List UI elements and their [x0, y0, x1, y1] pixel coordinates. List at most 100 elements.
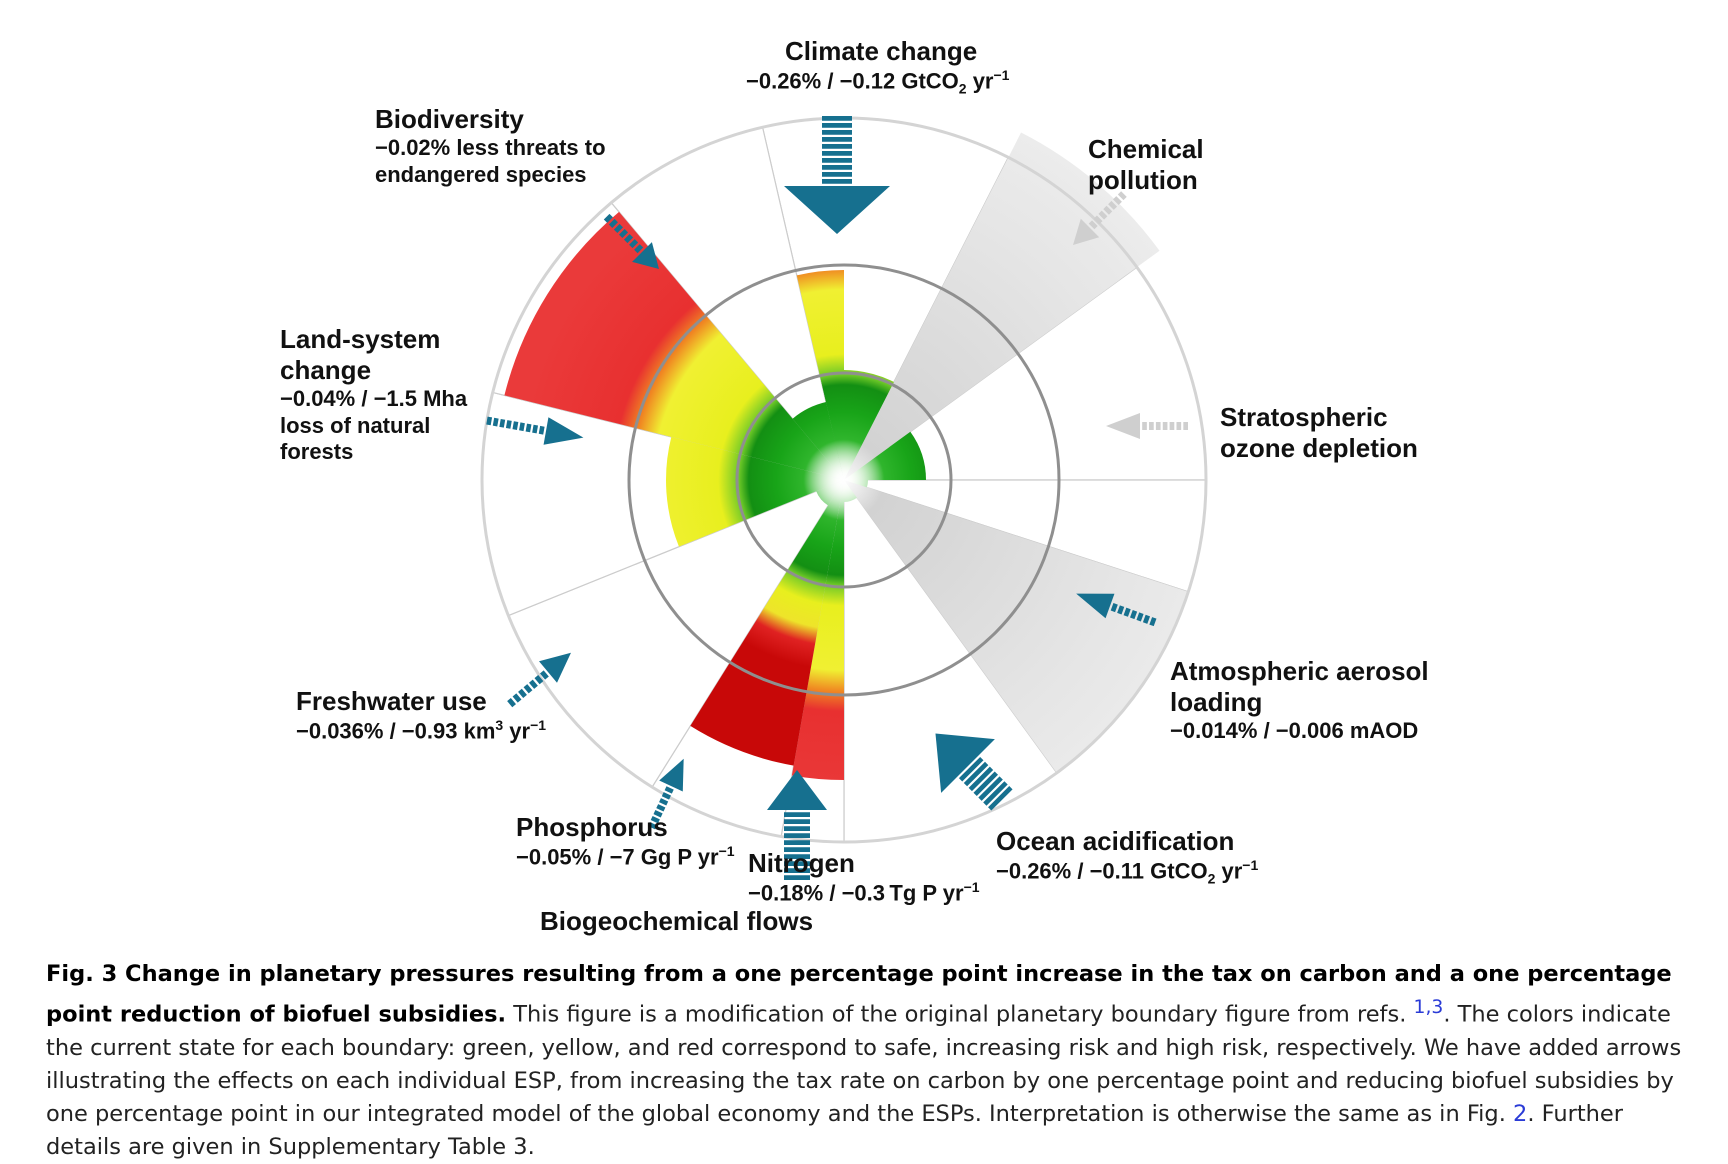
climate-down-arrow-icon-stripe: [822, 116, 852, 121]
ocean-value: −0.26% / −0.11 GtCO: [996, 858, 1208, 884]
biodiversity-line1: −0.02% less threats to: [375, 135, 606, 161]
ocean-up-arrow-icon-stripe: [983, 781, 1008, 806]
land-right-arrow-icon-stripe: [505, 420, 512, 429]
ocean-up-arrow-icon: [935, 733, 1013, 811]
chemical-diagonal-arrow-icon-head: [1073, 218, 1100, 245]
land-line1: Land-system: [280, 324, 441, 354]
chemical-diagonal-arrow-icon-stripe: [1117, 191, 1127, 201]
caption-fig-link[interactable]: 2: [1513, 1100, 1528, 1127]
ocean-up-arrow-icon-stripe: [958, 756, 984, 782]
biodiversity-diagonal-arrow-icon-stripe: [624, 234, 634, 244]
climate-down-arrow-icon-head: [784, 186, 890, 234]
chemical-diagonal-arrow-icon-stripe: [1112, 196, 1122, 206]
ozone-left-arrow-icon: [1106, 413, 1188, 439]
freshwater-diagonal-arrow-icon-head: [539, 652, 571, 683]
biodiversity-line2: endangered species: [375, 161, 587, 187]
planetary-boundaries-diagram: [480, 116, 1208, 880]
nitrogen-up-arrow-icon-stripe: [784, 868, 810, 873]
climate-down-arrow-icon-stripe: [822, 158, 852, 163]
label-land-system-change: Land-system change −0.04% / −1.5 Mha los…: [280, 324, 467, 466]
nitrogen-up-arrow-icon-stripe: [784, 833, 810, 838]
ocean-up-arrow-icon-stripe: [963, 761, 989, 787]
biodiversity-diagonal-arrow-icon-stripe: [629, 239, 639, 249]
aerosol-diagonal-arrow-icon-stripe: [1123, 607, 1131, 617]
ocean-up-arrow-icon-stripe: [978, 776, 1003, 801]
land-line2: change: [280, 355, 372, 386]
nitrogen-up-arrow-icon: [767, 770, 827, 880]
phosphorus-diagonal-arrow-icon-stripe: [650, 815, 660, 824]
land-right-arrow-icon-stripe: [512, 421, 519, 430]
aerosol-diagonal-arrow-icon-stripe: [1142, 614, 1151, 624]
climate-down-arrow-icon-stripe: [822, 179, 852, 184]
chemical-diagonal-arrow-icon: [1073, 191, 1127, 245]
ozone-left-arrow-icon-stripe: [1142, 422, 1147, 430]
phosphorus-diagonal-arrow-icon-stripe: [656, 804, 666, 812]
figure-caption: Fig. 3 Change in planetary pressures res…: [46, 961, 1682, 1160]
biodiversity-diagonal-arrow-icon-stripe: [618, 228, 629, 239]
chemical-diagonal-arrow-icon-stripe: [1103, 205, 1113, 215]
freshwater-diagonal-arrow-icon: [507, 652, 571, 708]
boundary-ring-inner: [735, 371, 953, 589]
land-right-arrow-icon: [486, 416, 584, 445]
label-stratospheric-ozone: Stratospheric ozone depletion: [1220, 402, 1418, 464]
nitrogen-up-arrow-icon-stripe: [784, 819, 810, 824]
caption-ref-link[interactable]: 1,3: [1413, 997, 1444, 1018]
label-atmospheric-aerosol: Atmospheric aerosol loading −0.014% / −0…: [1170, 656, 1429, 745]
aerosol-diagonal-arrow-icon-stripe: [1136, 612, 1144, 622]
ozone-left-arrow-icon-stripe: [1183, 422, 1188, 430]
label-phosphorus: Phosphorus −0.05% / −7 Gg P yr−1: [516, 812, 735, 870]
ocean-up-arrow-icon-head: [935, 733, 995, 793]
chemical-diagonal-arrow-icon-stripe: [1088, 220, 1098, 230]
chemical-diagonal-arrow-icon-stripe: [1093, 215, 1103, 225]
label-climate-change-value: −0.26% / −0.12 GtCO2 yr−1: [746, 67, 1010, 97]
ozone-left-arrow-icon-head: [1106, 413, 1140, 439]
aerosol-value: −0.014% / −0.006 mAOD: [1170, 718, 1419, 744]
ocean-title: Ocean acidification: [996, 826, 1235, 856]
chemical-line1: Chemical: [1088, 134, 1204, 164]
climate-down-arrow-icon-stripe: [822, 137, 852, 142]
phosphorus-diagonal-arrow-icon: [647, 758, 684, 830]
sector-land-fill: [665, 436, 844, 547]
phosphorus-diagonal-arrow-icon-stripe: [661, 792, 671, 800]
climate-down-arrow-icon-stripe: [822, 165, 852, 170]
land-right-arrow-icon-stripe: [525, 423, 532, 433]
aerosol-diagonal-arrow-icon-stripe: [1117, 605, 1125, 615]
phosphorus-diagonal-arrow-icon-stripe: [647, 821, 658, 830]
climate-down-arrow-icon-stripe: [822, 130, 852, 135]
chemical-diagonal-arrow-icon-stripe: [1098, 210, 1108, 220]
ocean-up-arrow-icon-stripe: [988, 786, 1013, 811]
nitrogen-up-arrow-icon-stripe: [784, 812, 810, 817]
biodiversity-diagonal-arrow-icon-stripe: [634, 244, 644, 254]
biodiversity-diagonal-arrow-icon-head: [632, 242, 659, 269]
nitrogen-up-arrow-icon-stripe: [784, 861, 810, 866]
aerosol-diagonal-arrow-icon-stripe: [1130, 610, 1138, 620]
biodiversity-title: Biodiversity: [375, 104, 524, 134]
ozone-left-arrow-icon-stripe: [1176, 422, 1182, 430]
ozone-left-arrow-icon-stripe: [1162, 422, 1168, 430]
nitrogen-up-arrow-icon-stripe: [784, 847, 810, 852]
land-line3: −0.04% / −1.5 Mha: [280, 386, 468, 412]
climate-down-arrow-icon-stripe: [822, 123, 852, 128]
freshwater-diagonal-arrow-icon-stripe: [529, 679, 538, 689]
freshwater-diagonal-arrow-icon-stripe: [534, 674, 544, 685]
boundary-ring-outer: [627, 263, 1061, 697]
chemical-diagonal-arrow-icon-stripe: [1108, 200, 1118, 210]
freshwater-diagonal-arrow-icon-stripe: [507, 697, 516, 708]
phosphorus-diagonal-arrow-icon-stripe: [653, 810, 663, 818]
label-chemical-pollution: Chemical pollution: [1088, 134, 1204, 196]
aerosol-line1: Atmospheric aerosol: [1170, 656, 1429, 686]
sector-phosphorus-fill: [690, 480, 844, 766]
nitrogen-up-arrow-icon-head: [767, 770, 827, 810]
freshwater-value: −0.036% / −0.93 km: [296, 718, 496, 744]
land-right-arrow-icon-head: [543, 417, 584, 445]
biodiversity-diagonal-arrow-icon: [603, 213, 659, 269]
land-line4: loss of natural: [280, 412, 431, 438]
climate-change-title: Climate change: [785, 36, 978, 66]
nitrogen-title: Nitrogen: [748, 848, 855, 878]
biodiversity-diagonal-arrow-icon-stripe: [608, 218, 618, 228]
phosphorus-value: −0.05% / −7 Gg P yr: [516, 844, 719, 870]
aerosol-diagonal-arrow-icon-stripe: [1110, 602, 1118, 613]
biodiversity-diagonal-arrow-icon-stripe: [613, 223, 624, 234]
phosphorus-diagonal-arrow-icon-stripe: [659, 798, 669, 806]
biogeochemical-title: Biogeochemical flows: [540, 906, 814, 936]
